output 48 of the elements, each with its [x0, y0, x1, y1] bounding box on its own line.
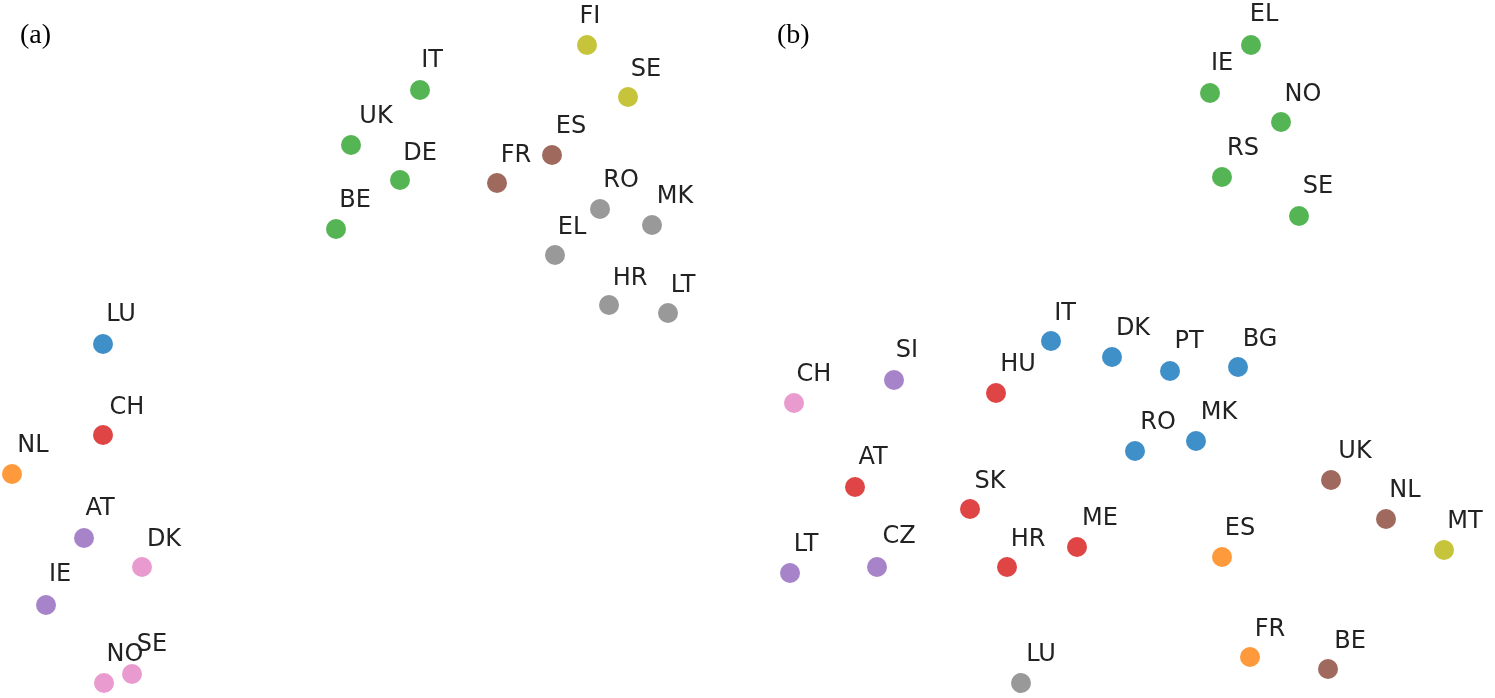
point-label: ES [1224, 515, 1256, 539]
point-label: CH [109, 394, 145, 418]
point-label: CZ [882, 523, 916, 547]
point-label: DE [403, 140, 437, 164]
point-label: IT [1054, 300, 1076, 324]
panel-label: (a) [20, 20, 52, 48]
point-label: LU [106, 301, 136, 325]
point-label: BG [1242, 326, 1278, 350]
point-label: HU [1000, 351, 1036, 375]
point-label: ES [555, 113, 587, 137]
point-label: RS [1227, 135, 1259, 159]
point-label: HR [612, 265, 648, 289]
point-label: NL [17, 432, 49, 456]
point-label: HR [1010, 526, 1046, 550]
point-label: EL [1249, 1, 1279, 25]
point-label: DK [146, 526, 182, 550]
point-label: RO [1140, 409, 1176, 433]
point-label: UK [1338, 438, 1372, 462]
point-label: FR [1254, 616, 1286, 640]
point-label: AT [85, 495, 115, 519]
point-label: MT [1447, 508, 1483, 532]
point-label: MK [1200, 399, 1238, 423]
point-label: UK [359, 103, 393, 127]
point-label: FR [500, 142, 532, 166]
point-label: BE [1334, 628, 1366, 652]
point-label: LU [1026, 641, 1056, 665]
point-label: AT [858, 444, 888, 468]
point-label: LT [670, 272, 696, 296]
point-label: BE [339, 187, 371, 211]
point-label: SK [974, 468, 1006, 492]
panel-label: (b) [777, 20, 810, 48]
point-label: SE [1302, 173, 1334, 197]
point-label: PT [1174, 328, 1204, 352]
point-label: EL [557, 214, 587, 238]
point-label: RO [603, 167, 639, 191]
point-label: IT [421, 47, 443, 71]
point-label: MK [656, 183, 694, 207]
point-label: LT [793, 531, 819, 555]
point-label: SE [630, 56, 662, 80]
point-label: FI [579, 3, 601, 27]
point-label: ME [1082, 505, 1118, 529]
point-label: IE [48, 561, 72, 585]
point-label: IE [1210, 50, 1234, 74]
point-label: NO [1284, 81, 1322, 105]
point-label: NL [1389, 477, 1421, 501]
point-label: CH [796, 361, 832, 385]
point-label: DK [1115, 315, 1151, 339]
point-label: SI [895, 337, 919, 361]
